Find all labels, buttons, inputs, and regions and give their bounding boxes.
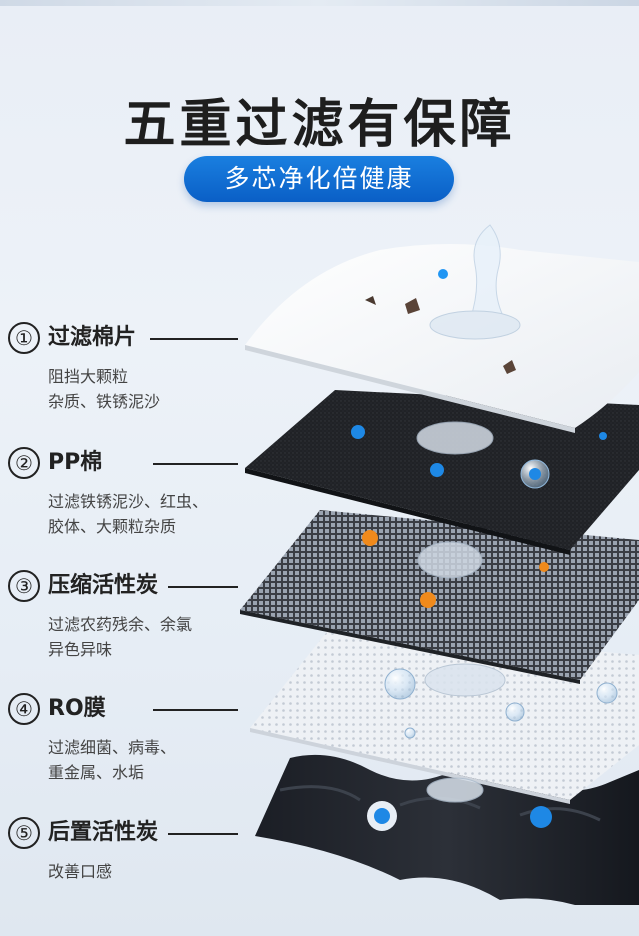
layer-number: ② (8, 447, 40, 479)
layer-description: 改善口感 (48, 862, 113, 881)
leader-line (168, 586, 238, 588)
leader-line (168, 833, 238, 835)
layer-description: 过滤铁锈泥沙、红虫、 胶体、大颗粒杂质 (48, 492, 209, 536)
layer-name: 压缩活性炭 (48, 573, 159, 598)
page-title: 五重过滤有保障 (123, 95, 516, 155)
layer-name: PP棉 (48, 450, 103, 475)
leader-line (153, 709, 238, 711)
layer-number: ④ (8, 693, 40, 725)
layer-description: 过滤细菌、病毒、 重金属、水垢 (48, 738, 177, 782)
layer-name: 过滤棉片 (48, 325, 137, 350)
layer-number: ① (8, 322, 40, 354)
layer-compressed-carbon (240, 510, 639, 684)
layer-filter-cotton (245, 244, 639, 433)
subtitle-badge: 多芯净化倍健康 (184, 156, 454, 202)
layer-number: ③ (8, 570, 40, 602)
layer-name: 后置活性炭 (48, 820, 159, 845)
leader-line (153, 463, 238, 465)
particles (351, 269, 618, 831)
leader-line (150, 338, 238, 340)
layer-number: ⑤ (8, 817, 40, 849)
layer-description: 阻挡大颗粒 杂质、铁锈泥沙 (48, 367, 161, 411)
water-stream (416, 224, 521, 803)
layer-description: 过滤农药残余、余氯 异色异味 (48, 615, 193, 659)
layer-name: RO膜 (48, 696, 106, 721)
top-decoration-strip (0, 0, 639, 6)
